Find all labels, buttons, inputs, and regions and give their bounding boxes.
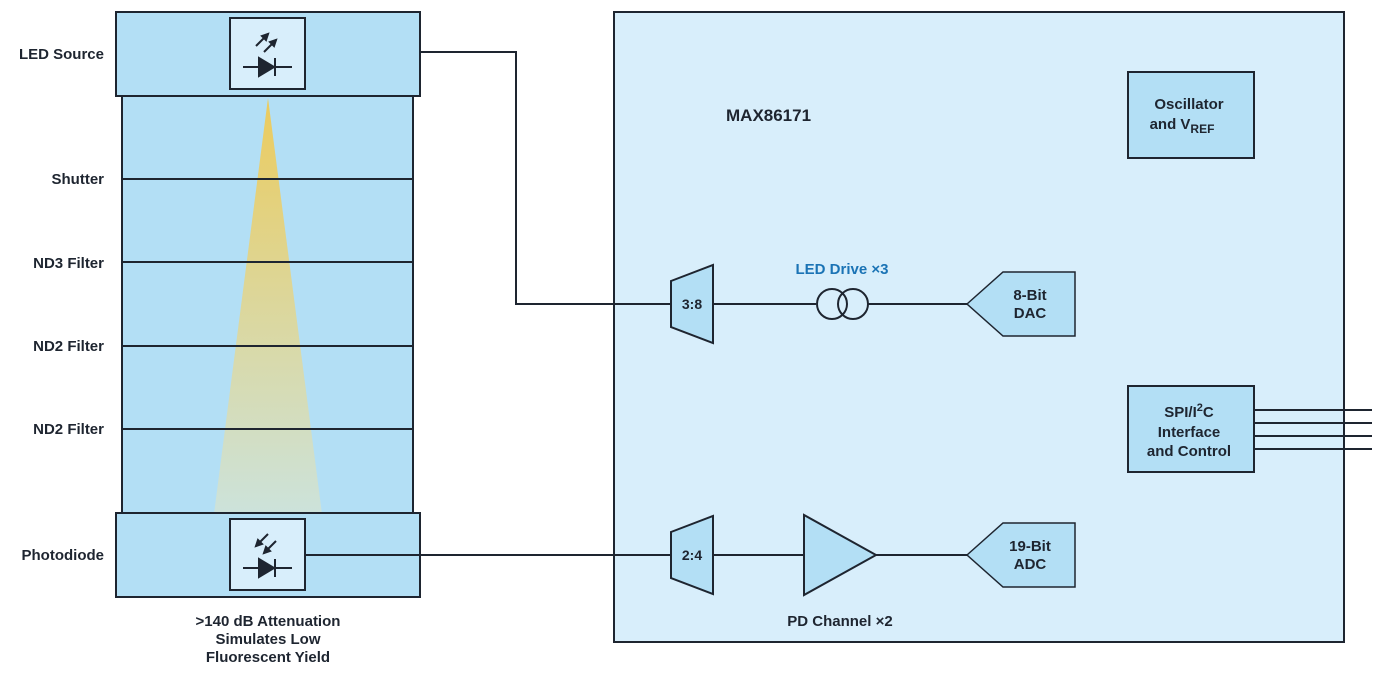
pd-channel-label: PD Channel ×2 [787,613,892,630]
light-beam [214,98,322,514]
led-wire [420,51,671,305]
dac-block [965,271,1076,337]
led-mux-label: 3:8 [682,296,702,312]
spi-i2c-interface-block [1127,385,1255,473]
photodiode-icon [243,533,292,579]
oscillator-label-line-1: Oscillator [1154,96,1223,113]
current-source-icon [816,288,869,320]
interface-label-line-1: SPI/I2C [1164,402,1214,421]
chip-name: MAX86171 [726,106,811,125]
label-photodiode: Photodiode [22,547,105,564]
vref-subscript: REF [1190,122,1214,136]
photodiode-icon-box [229,518,306,591]
interface-label-line-3: and Control [1147,443,1231,460]
led-diode-icon [243,32,292,78]
caption-line-3: Fluorescent Yield [206,649,330,666]
interface-c: C [1203,404,1214,421]
pd-mux-2-4 [670,514,714,596]
led-drive-label: LED Drive ×3 [796,261,889,278]
interface-bus-lines [1254,409,1372,450]
dac-label-line-2: DAC [1014,305,1047,322]
oscillator-and-v: and V [1150,116,1191,133]
adc-block [965,522,1076,588]
label-nd2-filter-a: ND2 Filter [33,338,104,355]
amplifier-icon [803,513,879,597]
label-shutter: Shutter [52,171,105,188]
interface-label-line-2: Interface [1158,424,1221,441]
dac-label-line-1: 8-Bit [1013,287,1046,304]
oscillator-vref-block [1127,71,1255,159]
interface-spi-i: SPI/I [1164,404,1197,421]
label-nd3-filter: ND3 Filter [33,255,104,272]
adc-label-line-1: 19-Bit [1009,538,1051,555]
optical-stack [115,11,421,598]
caption-line-2: Simulates Low [215,631,320,648]
adc-label-line-2: ADC [1014,556,1047,573]
led-mux-3-8 [670,263,714,345]
pd-mux-label: 2:4 [682,547,702,563]
label-led-source: LED Source [19,46,104,63]
label-nd2-filter-b: ND2 Filter [33,421,104,438]
oscillator-label-line-2: and VREF [1150,116,1215,136]
caption-line-1: >140 dB Attenuation [196,613,341,630]
led-icon-box [229,17,306,90]
interface-superscript: 2 [1197,402,1203,414]
